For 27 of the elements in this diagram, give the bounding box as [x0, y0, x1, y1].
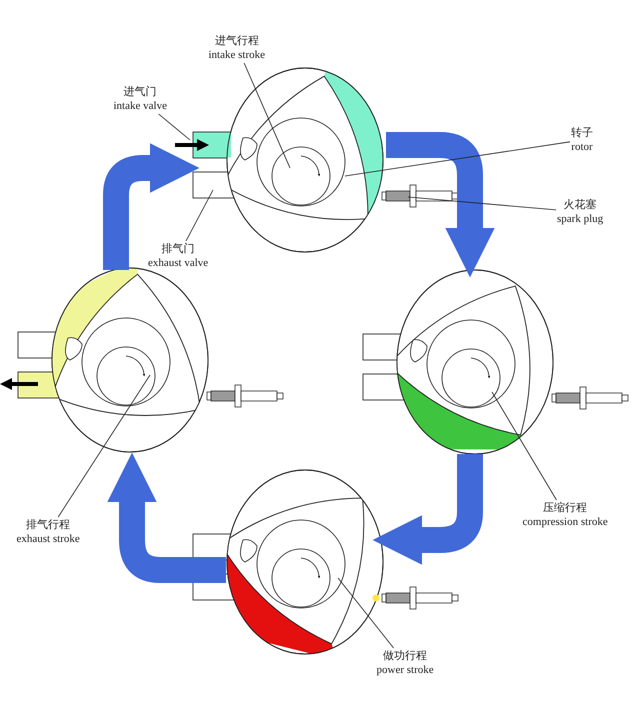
part-label: 火花塞 — [562, 198, 598, 212]
part-label: 进气行程 — [214, 34, 260, 48]
leader-line — [344, 141, 570, 176]
part-label: exhaust valve — [148, 256, 208, 270]
rotary-engine-drawing — [18, 268, 284, 452]
part-label: 做功行程 — [382, 649, 428, 663]
part-label: intake stroke — [208, 48, 266, 62]
rotary-engine-drawing — [362, 270, 628, 454]
part-label: power stroke — [376, 663, 434, 677]
part-label: 排气门 — [160, 242, 196, 256]
leader-line — [338, 578, 394, 648]
part-label: 排气行程 — [25, 518, 72, 532]
rotary-engine-drawing — [192, 68, 458, 252]
part-label: rotor — [571, 140, 593, 154]
leader-line — [408, 196, 556, 210]
part-label: 转子 — [571, 126, 593, 140]
part-label: intake valve — [114, 99, 167, 113]
part-label: 进气门 — [122, 85, 158, 99]
cycle-arrow — [103, 143, 200, 270]
part-label: exhaust stroke — [16, 532, 80, 546]
leader-line — [244, 62, 290, 168]
part-label: compression stroke — [522, 515, 608, 529]
leader-line — [158, 114, 190, 140]
leader-line — [58, 374, 150, 518]
leader-line — [492, 392, 557, 500]
part-label: spark plug — [557, 212, 604, 226]
part-label: 压缩行程 — [542, 501, 588, 515]
